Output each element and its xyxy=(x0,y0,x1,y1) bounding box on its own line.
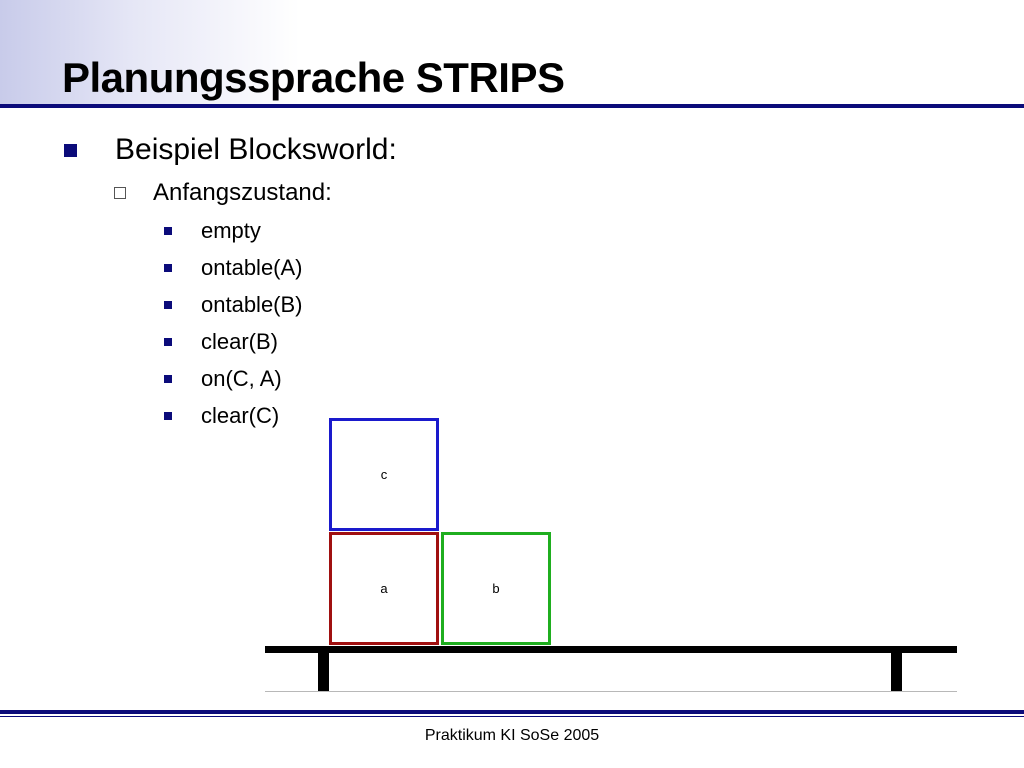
small-square-bullet-icon xyxy=(164,227,172,235)
small-square-bullet-icon xyxy=(164,338,172,346)
filled-square-bullet-icon xyxy=(64,143,77,157)
footer: Praktikum KI SoSe 2005 xyxy=(0,727,1024,745)
footer-rule xyxy=(0,710,1024,714)
small-square-bullet-icon xyxy=(164,412,172,420)
fact-item: empty xyxy=(164,216,261,246)
title-corner-gradient xyxy=(0,0,300,105)
fact-text: ontable(B) xyxy=(201,292,303,317)
fact-item: clear(C) xyxy=(164,401,279,431)
small-square-bullet-icon xyxy=(164,264,172,272)
slide-title: Planungssprache STRIPS xyxy=(62,54,565,101)
fact-item: clear(B) xyxy=(164,327,278,357)
fact-item: ontable(A) xyxy=(164,253,303,283)
table-leg-left xyxy=(318,653,329,692)
floor-line xyxy=(265,691,957,692)
bullet-level-2: Anfangszustand: xyxy=(114,177,332,209)
block-label: a xyxy=(380,581,388,596)
title-rule xyxy=(0,104,1024,108)
bullet-text: Beispiel Blocksworld: xyxy=(115,133,397,166)
block-b: b xyxy=(441,532,551,645)
fact-text: empty xyxy=(201,218,261,243)
fact-item: ontable(B) xyxy=(164,290,303,320)
block-label: b xyxy=(492,581,500,596)
fact-text: clear(C) xyxy=(201,403,280,428)
block-a: a xyxy=(329,532,439,645)
bullet-text: Anfangszustand: xyxy=(153,179,332,206)
fact-text: ontable(A) xyxy=(201,255,303,280)
fact-text: clear(B) xyxy=(201,329,279,354)
small-square-bullet-icon xyxy=(164,301,172,309)
block-c: c xyxy=(329,418,439,531)
block-label: c xyxy=(380,467,388,482)
table-leg-right xyxy=(891,653,902,692)
small-square-bullet-icon xyxy=(164,375,172,383)
fact-item: on(C, A) xyxy=(164,364,282,394)
footer-rule-thin xyxy=(0,716,1024,717)
footer-text: Praktikum KI SoSe 2005 xyxy=(424,727,600,744)
table-top xyxy=(265,646,957,653)
fact-text: on(C, A) xyxy=(201,366,282,391)
bullet-level-1: Beispiel Blocksworld: xyxy=(64,130,397,170)
hollow-square-bullet-icon xyxy=(114,187,126,199)
